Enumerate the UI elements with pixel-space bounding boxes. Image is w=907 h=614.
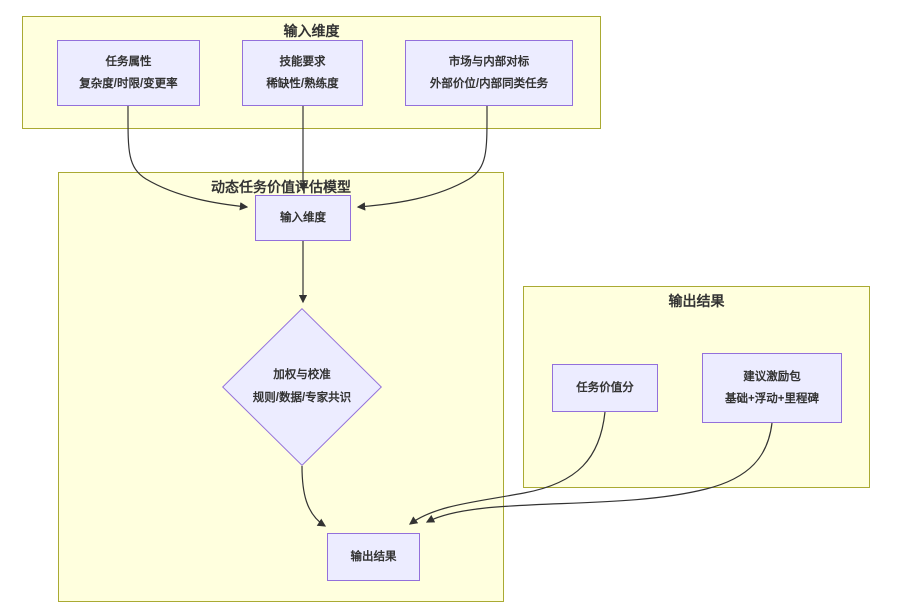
node-task-attributes: 任务属性 复杂度/时限/变更率 <box>57 40 200 106</box>
node-incentive-package-line2: 基础+浮动+里程碑 <box>725 393 819 405</box>
node-skill-requirements-line1: 技能要求 <box>279 56 326 68</box>
node-market-benchmark-line2: 外部价位/内部同类任务 <box>429 78 549 90</box>
node-market-benchmark: 市场与内部对标 外部价位/内部同类任务 <box>405 40 573 106</box>
node-skill-requirements: 技能要求 稀缺性/熟练度 <box>242 40 363 106</box>
cluster-output-results-title: 输出结果 <box>668 293 725 309</box>
cluster-input-dimensions-title: 输入维度 <box>283 23 340 39</box>
node-market-benchmark-line1: 市场与内部对标 <box>448 56 530 68</box>
node-output-result: 输出结果 <box>327 533 420 581</box>
node-skill-requirements-line2: 稀缺性/熟练度 <box>266 78 339 90</box>
node-incentive-package-line1: 建议激励包 <box>743 371 801 383</box>
node-task-value-score-label: 任务价值分 <box>576 382 634 394</box>
node-input-dimensions-label: 输入维度 <box>280 212 326 224</box>
node-task-value-score: 任务价值分 <box>552 364 658 412</box>
node-weighting-calibration-line2: 规则/数据/专家共识 <box>252 392 352 404</box>
node-weighting-calibration-line1: 加权与校准 <box>273 369 331 381</box>
node-input-dimensions: 输入维度 <box>255 195 351 241</box>
node-task-attributes-line2: 复杂度/时限/变更率 <box>79 78 178 90</box>
node-weighting-calibration: 加权与校准 规则/数据/专家共识 <box>222 308 382 466</box>
node-incentive-package: 建议激励包 基础+浮动+里程碑 <box>702 353 842 423</box>
node-task-attributes-line1: 任务属性 <box>105 56 152 68</box>
cluster-evaluation-model-title: 动态任务价值评估模型 <box>211 179 351 195</box>
diamond-shape-svg <box>222 308 382 466</box>
node-output-result-label: 输出结果 <box>350 551 397 563</box>
cluster-evaluation-model: 动态任务价值评估模型 <box>58 172 504 602</box>
